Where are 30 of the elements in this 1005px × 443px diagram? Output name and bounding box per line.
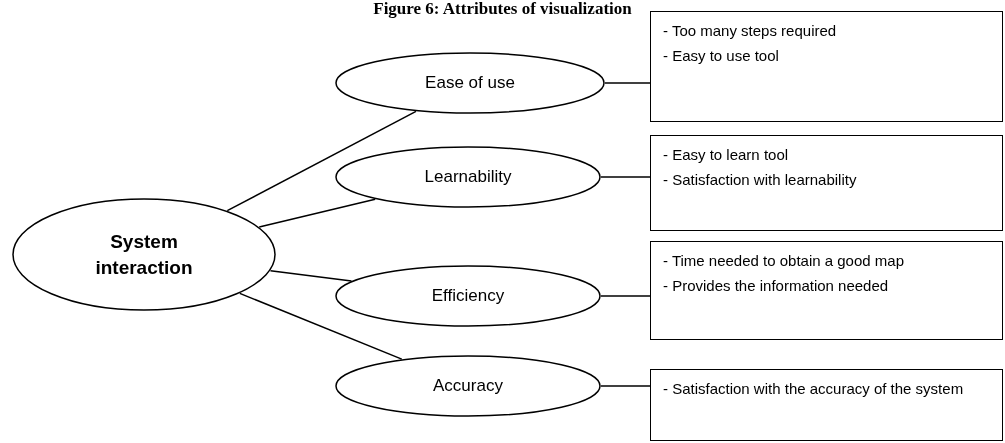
connector-line <box>269 269 353 282</box>
connector-line <box>258 198 376 228</box>
node-label: Learnability <box>424 165 512 188</box>
criteria-box <box>650 369 1003 441</box>
attribute-ellipse <box>335 265 601 327</box>
criteria-box <box>650 241 1003 340</box>
criteria-box <box>650 11 1003 122</box>
node-label: Accuracy <box>433 374 503 397</box>
connector-line <box>600 385 651 387</box>
connector-line <box>226 110 417 212</box>
connector-line <box>600 295 651 297</box>
node-label: System interaction <box>94 229 194 280</box>
attribute-ellipse <box>335 52 605 114</box>
attribute-ellipse <box>12 198 276 311</box>
attribute-ellipse <box>335 355 601 417</box>
attribute-ellipse <box>335 146 601 208</box>
criterion-text: - Provides the information needed <box>663 276 890 296</box>
connector-line <box>604 82 651 84</box>
criterion-text: - Too many steps required <box>663 21 838 41</box>
criterion-text: - Easy to use tool <box>663 46 780 66</box>
node-label: Ease of use <box>425 71 515 94</box>
connector-line <box>600 176 651 178</box>
connector-line <box>239 292 403 360</box>
node-label: Efficiency <box>431 284 505 307</box>
criterion-text: - Satisfaction with learnability <box>663 170 858 190</box>
criterion-text: - Time needed to obtain a good map <box>663 251 905 271</box>
figure-title: Figure 6: Attributes of visualization <box>372 0 633 18</box>
criterion-text: - Easy to learn tool <box>663 145 790 165</box>
criteria-box <box>650 135 1003 231</box>
criterion-text: - Satisfaction with the accuracy of the system <box>663 379 965 399</box>
